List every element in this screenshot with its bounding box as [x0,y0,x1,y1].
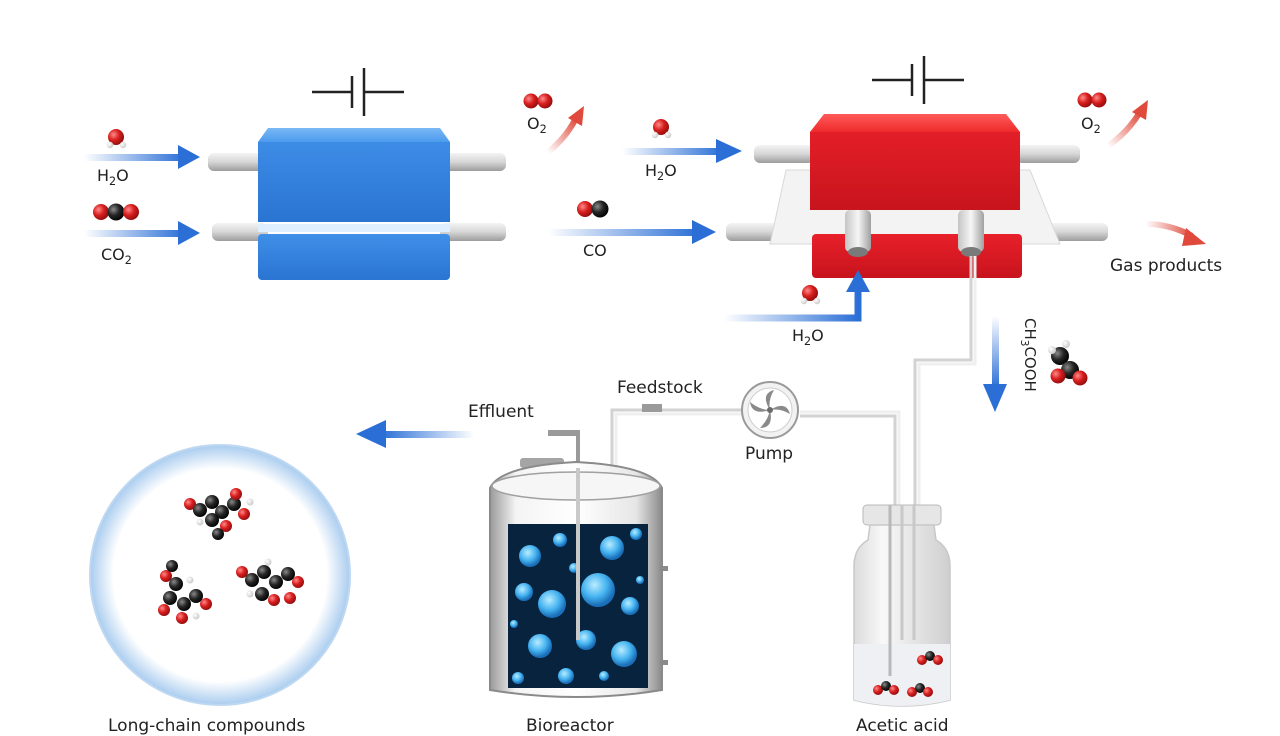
carbon-monoxide-icon [577,201,593,217]
water-molecule-icon [802,285,818,301]
feedstock-label: Feedstock [617,378,703,398]
ch3cooh-label: CH3COOH [1018,318,1039,392]
tubing [610,256,977,505]
oxygen-molecule-icon [523,93,539,109]
h2o-label-blue-cell: H2O [97,166,129,189]
water-molecule-icon [653,119,669,135]
acetic-acid-jar [853,504,951,707]
red-cell-water-input-top [622,119,742,163]
co2-electrolyzer [208,68,506,280]
co2-molecule-icon [93,204,109,220]
o2-label-red-cell: O2 [1081,114,1101,137]
acetic-acid-molecule-icon [873,681,899,695]
blue-cell-co2-input [84,203,200,245]
co-label: CO [583,241,607,260]
blue-cell-water-input [84,129,200,169]
long-chain-compounds-sphere [89,444,351,706]
red-cell-water-input-bottom [724,270,870,322]
effluent-label: Effluent [468,402,534,422]
power-source-icon [312,68,404,116]
gas-products-output [1145,221,1206,246]
acetic-acid-label: Acetic acid [856,716,949,736]
acetic-acid-molecule-icon [917,651,943,665]
effluent-output [356,420,474,448]
red-cell-ports [726,145,1108,241]
co-transfer [548,200,716,244]
acetic-acid-output [983,316,1088,412]
gas-products-label: Gas products [1110,256,1223,276]
blue-cell-oxygen-output [523,93,584,155]
long-chain-molecule-icon [184,488,254,540]
o2-label-blue-cell: O2 [527,114,547,137]
bioreactor [489,430,668,698]
long-chain-compounds-label: Long-chain compounds [108,716,306,736]
oxygen-molecule-icon [1077,92,1093,108]
red-cell-oxygen-output [1077,92,1148,149]
co-electrolyzer [726,56,1108,278]
acetic-acid-molecule-icon [907,683,933,697]
long-chain-molecule-icon [236,558,304,606]
long-chain-molecule-icon [158,560,212,624]
power-source-icon [872,56,964,104]
pump-icon [741,381,799,439]
microbial-cells [510,528,644,684]
acetic-acid-molecule-icon [1048,340,1088,386]
pump-label: Pump [745,444,794,464]
bioreactor-label: Bioreactor [526,716,614,736]
h2o-label-red-cell-top: H2O [645,161,677,184]
co2-label: CO2 [101,245,132,268]
blue-cell-ports [208,153,506,241]
h2o-label-red-cell-bottom: H2O [792,326,824,349]
water-molecule-icon [108,129,124,145]
feedstock-inlet [642,404,662,412]
